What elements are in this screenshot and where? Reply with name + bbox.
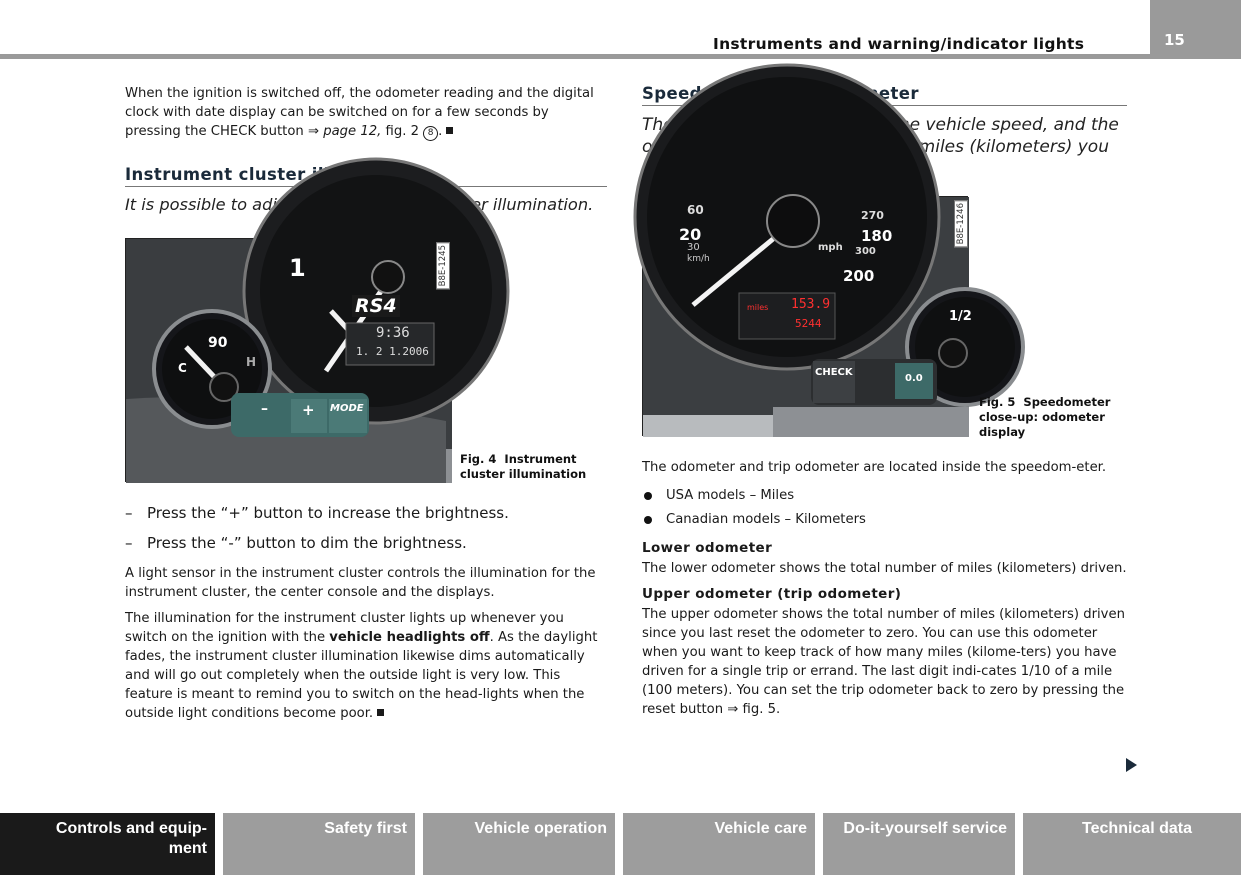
- figure-5: 60 20 30 km/h 270 180 mph 300 200 miles …: [633, 63, 1127, 439]
- lower-odometer-title: Lower odometer: [642, 540, 773, 556]
- speedo-digit-1: 1: [289, 254, 306, 282]
- miles-label: miles: [747, 303, 769, 312]
- brightness-steps: Press the “+” button to increase the bri…: [125, 502, 607, 554]
- plus-button[interactable]: +: [302, 401, 315, 419]
- speed-30: 30: [687, 242, 700, 253]
- speed-270: 270: [861, 209, 884, 222]
- figure-4-caption: Fig. 4 Instrument cluster illumination: [460, 452, 587, 481]
- page-number: 15: [1150, 0, 1241, 59]
- rs4-badge: RS4: [352, 295, 400, 317]
- step-increase: Press the “+” button to increase the bri…: [125, 502, 607, 524]
- total-odometer-display: 5244: [795, 317, 822, 330]
- usa-models-item: USA models – Miles: [642, 484, 1127, 508]
- trip-odometer-display: 153.9: [791, 297, 831, 312]
- instrument-cluster-photo: 90 C H 1 RS4 9:36 1. 2 1.2006 – + MODE: [125, 157, 510, 483]
- page-reference-link[interactable]: page 12,: [323, 124, 382, 139]
- right-column: Speedometer with odometer The speedomete…: [633, 63, 1127, 726]
- tab-controls-and-equipment[interactable]: Controls and equip- ment: [0, 813, 215, 875]
- left-column: When the ignition is switched off, the o…: [125, 84, 607, 730]
- clock-display: 9:36: [376, 325, 410, 341]
- page-header-title: Instruments and warning/indicator lights: [713, 35, 1085, 53]
- odometer-location-paragraph: The odometer and trip odometer are locat…: [642, 460, 1107, 475]
- canadian-models-item: Canadian models – Kilometers: [642, 508, 1127, 532]
- speedometer-illustration: [633, 63, 1025, 437]
- speed-200: 200: [843, 267, 875, 285]
- minus-button[interactable]: –: [261, 401, 268, 417]
- date-display: 1. 2 1.2006: [356, 345, 429, 358]
- speedometer-photo: 60 20 30 km/h 270 180 mph 300 200 miles …: [633, 63, 1025, 437]
- speed-60: 60: [687, 203, 704, 217]
- section-end-mark: [377, 709, 385, 716]
- temp-gauge-h: H: [246, 355, 257, 369]
- temp-gauge-c: C: [178, 361, 187, 375]
- fuel-half-label: 1/2: [949, 309, 972, 324]
- next-page-arrow-icon[interactable]: [1126, 758, 1137, 772]
- reset-button[interactable]: 0.0: [905, 373, 923, 384]
- mode-button[interactable]: MODE: [330, 403, 364, 414]
- upper-odometer-title: Upper odometer (trip odometer): [642, 586, 902, 602]
- intro-paragraph: When the ignition is switched off, the o…: [125, 86, 594, 141]
- tab-safety-first[interactable]: Safety first: [223, 813, 415, 875]
- step-dim: Press the “-” button to dim the brightne…: [125, 532, 607, 554]
- speed-180: 180: [861, 227, 893, 245]
- tab-do-it-yourself-service[interactable]: Do-it-yourself service: [823, 813, 1015, 875]
- speed-300: 300: [855, 246, 876, 257]
- tab-vehicle-operation[interactable]: Vehicle operation: [423, 813, 615, 875]
- model-units-list: USA models – Miles Canadian models – Kil…: [642, 484, 1127, 532]
- check-button[interactable]: CHECK: [815, 367, 853, 378]
- chapter-nav: Controls and equip- ment Safety first Ve…: [0, 813, 1241, 875]
- speed-20: 20: [679, 225, 702, 244]
- callout-8: 8: [423, 126, 439, 141]
- upper-odometer-text: The upper odometer shows the total numbe…: [642, 607, 1125, 717]
- temp-gauge-90: 90: [208, 335, 228, 351]
- illumination-paragraph: The illumination for the instrument clus…: [125, 611, 598, 721]
- cluster-illustration: [126, 157, 510, 483]
- figure-code: B8E-1246: [954, 200, 968, 248]
- header-rule: [0, 54, 1150, 59]
- figure-5-caption: Fig. 5 Speedometer close-up: odometer di…: [979, 395, 1111, 439]
- kmh-label: km/h: [687, 254, 710, 264]
- light-sensor-paragraph: A light sensor in the instrument cluster…: [125, 566, 596, 600]
- mph-label: mph: [818, 242, 843, 253]
- figure-code: B8E-1245: [436, 242, 450, 290]
- tab-vehicle-care[interactable]: Vehicle care: [623, 813, 815, 875]
- section-end-mark: [446, 127, 454, 134]
- tab-technical-data[interactable]: Technical data: [1023, 813, 1241, 875]
- headlights-off-bold: vehicle headlights off: [329, 630, 490, 645]
- lower-odometer-text: The lower odometer shows the total numbe…: [642, 561, 1127, 576]
- figure-4: 90 C H 1 RS4 9:36 1. 2 1.2006 – + MODE B…: [125, 157, 607, 483]
